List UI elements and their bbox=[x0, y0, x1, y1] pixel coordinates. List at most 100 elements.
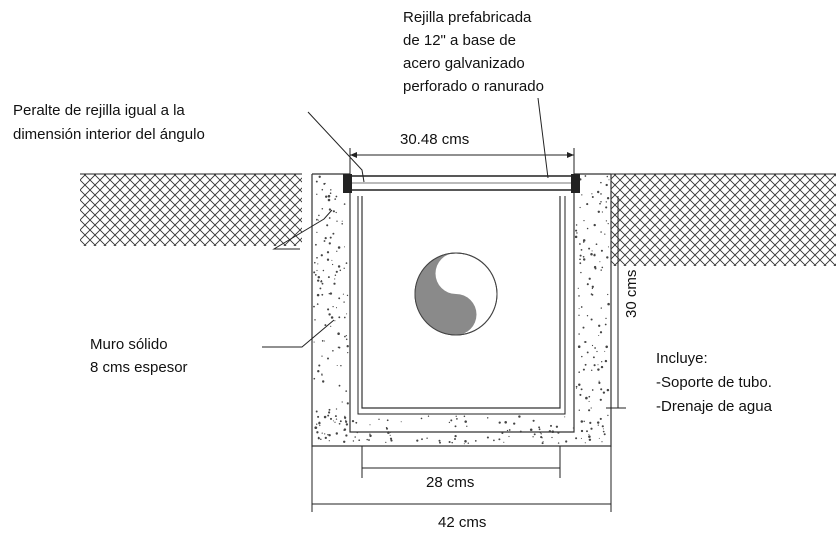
concrete-speck bbox=[438, 439, 441, 442]
concrete-speck bbox=[605, 220, 608, 222]
concrete-speck bbox=[454, 434, 457, 438]
concrete-speck bbox=[368, 439, 370, 441]
concrete-speck bbox=[334, 198, 337, 200]
concrete-speck bbox=[326, 258, 330, 261]
concrete-speck bbox=[332, 210, 335, 213]
concrete-speck bbox=[335, 432, 338, 435]
concrete-speck bbox=[347, 351, 349, 354]
concrete-speck bbox=[318, 364, 321, 367]
concrete-speck bbox=[589, 421, 592, 424]
concrete-speck bbox=[591, 389, 594, 391]
concrete-speck bbox=[584, 363, 587, 366]
concrete-speck bbox=[343, 267, 345, 269]
concrete-speck bbox=[604, 233, 606, 235]
concrete-speck bbox=[426, 437, 428, 439]
concrete-speck bbox=[596, 421, 600, 424]
concrete-speck bbox=[389, 431, 392, 433]
concrete-speck bbox=[329, 192, 332, 194]
concrete-speck bbox=[464, 440, 467, 443]
concrete-speck bbox=[506, 429, 509, 432]
concrete-speck bbox=[316, 193, 318, 195]
concrete-speck bbox=[585, 396, 588, 400]
concrete-speck bbox=[345, 262, 348, 264]
concrete-speck bbox=[319, 424, 321, 427]
concrete-speck bbox=[321, 340, 324, 342]
concrete-speck bbox=[588, 247, 591, 250]
grate-label-line1: Rejilla prefabricada bbox=[403, 9, 532, 26]
concrete-speck bbox=[332, 420, 334, 422]
concrete-speck bbox=[335, 270, 338, 273]
concrete-speck bbox=[321, 188, 324, 191]
concrete-speck bbox=[607, 302, 610, 306]
concrete-speck bbox=[318, 219, 320, 221]
concrete-speck bbox=[321, 293, 324, 296]
concrete-speck bbox=[315, 243, 317, 246]
concrete-speck bbox=[316, 423, 318, 425]
concrete-speck bbox=[606, 175, 609, 178]
concrete-speck bbox=[604, 359, 608, 363]
concrete-speck bbox=[584, 341, 587, 343]
concrete-speck bbox=[541, 442, 544, 445]
concrete-speck bbox=[580, 429, 584, 433]
concrete-speck bbox=[328, 292, 331, 295]
muro-leader bbox=[262, 319, 335, 348]
concrete-speck bbox=[582, 241, 585, 243]
concrete-speck bbox=[330, 325, 332, 327]
concrete-speck bbox=[324, 324, 327, 327]
concrete-speck bbox=[328, 440, 330, 442]
concrete-speck bbox=[345, 334, 347, 337]
concrete-speck bbox=[577, 345, 581, 348]
concrete-speck bbox=[369, 424, 371, 426]
concrete-speck bbox=[467, 442, 470, 444]
concrete-speck bbox=[602, 391, 606, 394]
concrete-speck bbox=[324, 436, 327, 440]
concrete-speck bbox=[557, 442, 560, 444]
concrete-speck bbox=[463, 443, 465, 445]
concrete-speck bbox=[327, 414, 330, 417]
concrete-speck bbox=[584, 175, 587, 177]
concrete-speck bbox=[590, 427, 593, 430]
concrete-speck bbox=[463, 415, 466, 418]
concrete-speck bbox=[385, 441, 387, 444]
concrete-speck bbox=[341, 401, 343, 403]
concrete-speck bbox=[592, 356, 595, 359]
concrete-speck bbox=[601, 266, 604, 269]
concrete-speck bbox=[604, 350, 606, 352]
concrete-speck bbox=[439, 441, 441, 444]
concrete-speck bbox=[456, 418, 458, 420]
concrete-speck bbox=[329, 236, 332, 239]
concrete-speck bbox=[313, 377, 316, 380]
concrete-speck bbox=[588, 434, 590, 436]
concrete-speck bbox=[315, 426, 318, 429]
concrete-speck bbox=[581, 194, 583, 196]
concrete-speck bbox=[601, 441, 603, 443]
concrete-speck bbox=[575, 229, 578, 232]
concrete-speck bbox=[605, 317, 607, 320]
concrete-speck bbox=[606, 388, 610, 392]
concrete-speck bbox=[466, 425, 468, 427]
concrete-speck bbox=[323, 415, 327, 419]
concrete-speck bbox=[343, 203, 346, 205]
concrete-speck bbox=[600, 269, 602, 271]
concrete-speck bbox=[591, 193, 593, 195]
concrete-speck bbox=[315, 180, 318, 183]
muro-label-line1: Muro sólido bbox=[90, 336, 168, 353]
concrete-speck bbox=[339, 269, 342, 272]
concrete-speck bbox=[343, 440, 346, 443]
concrete-speck bbox=[588, 438, 592, 442]
concrete-speck bbox=[366, 438, 368, 441]
concrete-speck bbox=[326, 224, 329, 227]
muro-label-line2: 8 cms espesor bbox=[90, 359, 188, 376]
concrete-speck bbox=[334, 415, 337, 418]
concrete-speck bbox=[474, 440, 477, 442]
concrete-speck bbox=[346, 294, 349, 297]
concrete-speck bbox=[606, 197, 610, 200]
concrete-speck bbox=[582, 258, 586, 261]
concrete-speck bbox=[321, 355, 323, 357]
concrete-speck bbox=[575, 437, 578, 440]
concrete-speck bbox=[582, 239, 586, 242]
concrete-speck bbox=[578, 314, 580, 316]
concrete-speck bbox=[389, 437, 393, 440]
concrete-speck bbox=[598, 324, 601, 327]
concrete-speck bbox=[344, 420, 348, 423]
